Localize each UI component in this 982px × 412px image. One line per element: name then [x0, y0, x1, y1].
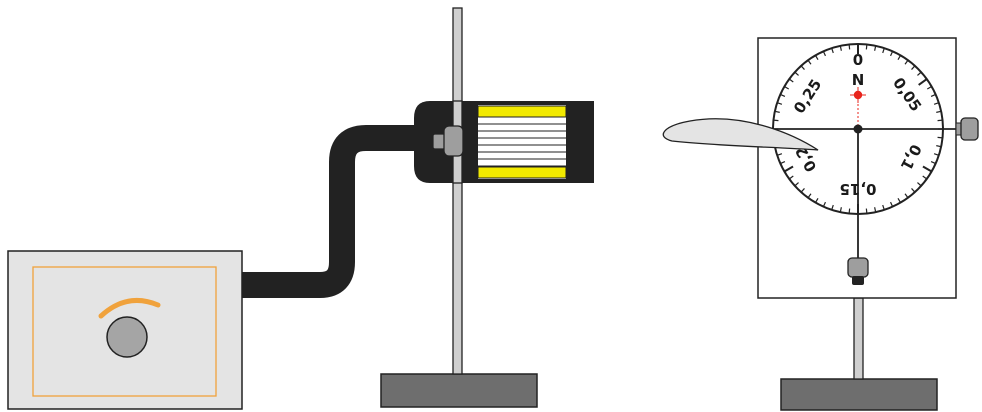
- dial-tick: [865, 208, 868, 214]
- dial-tick: [831, 204, 834, 211]
- dial-tick: [874, 45, 877, 51]
- dial-tick: [882, 204, 885, 211]
- right-stand-rod: [853, 297, 864, 380]
- left-stand-rod: [452, 7, 463, 375]
- dial-tick: [788, 78, 794, 83]
- dial-tick: [933, 153, 940, 156]
- dial-tick: [897, 197, 902, 203]
- dial-tick: [911, 188, 916, 193]
- coil-winding-top: [477, 105, 567, 118]
- dial-tick: [807, 193, 812, 199]
- dial-tick: [784, 85, 790, 90]
- dial-tick: [937, 119, 943, 122]
- dial-tick: [926, 85, 932, 90]
- dial-tick: [936, 145, 942, 148]
- dial-tick: [794, 71, 799, 76]
- dial-tick: [780, 160, 786, 165]
- dial-tick: [922, 175, 928, 180]
- dial-tick: [882, 47, 885, 54]
- coil-winding-lines: [478, 123, 566, 167]
- right-stand-base: [780, 378, 938, 411]
- dial-tick: [839, 207, 842, 213]
- label-north: N: [852, 71, 865, 89]
- dial-tick: [839, 45, 842, 51]
- power-supply: [7, 250, 243, 410]
- dial-tick: [814, 197, 819, 203]
- dial-tick: [917, 182, 922, 187]
- dial-tick: [822, 51, 827, 57]
- dial-tick: [930, 93, 936, 98]
- dial-tick: [800, 188, 805, 193]
- dial-tick: [780, 93, 786, 98]
- coil-winding-bottom: [477, 166, 567, 179]
- left-stand-base: [380, 373, 538, 408]
- clamp-icon[interactable]: [432, 125, 464, 157]
- dial-tick: [776, 153, 783, 156]
- cable: [242, 125, 430, 298]
- dial-tick: [783, 165, 794, 173]
- label-zero: 0: [853, 51, 863, 69]
- dial-tick: [865, 44, 868, 50]
- dial-tick: [848, 208, 851, 214]
- dial-tick: [897, 55, 902, 61]
- label-0-15: 0,15: [839, 180, 876, 198]
- center-pivot: [853, 124, 863, 134]
- dial-tick: [831, 47, 834, 54]
- screw-icon[interactable]: [955, 117, 979, 141]
- dial-tick: [937, 136, 943, 139]
- coil: [414, 101, 594, 183]
- dial-tick: [889, 201, 894, 207]
- dial-tick: [794, 182, 799, 187]
- dial-tick: [911, 65, 916, 70]
- dial-tick: [776, 102, 783, 105]
- dial-tick: [774, 110, 780, 113]
- dial-tick: [917, 71, 922, 76]
- dial-tick: [930, 160, 936, 165]
- dial-tick: [889, 51, 894, 57]
- power-supply-panel: [32, 266, 217, 397]
- screw-icon[interactable]: [847, 257, 869, 285]
- dial-tick: [773, 119, 779, 122]
- dial-tick: [874, 207, 877, 213]
- dial-tick: [788, 175, 794, 180]
- dial-tick: [807, 59, 812, 65]
- dial-tick: [933, 102, 940, 105]
- dial-tick: [814, 55, 819, 61]
- dial-tick: [800, 65, 805, 70]
- knob-icon[interactable]: [106, 316, 148, 358]
- dial-tick: [904, 59, 909, 65]
- dial-tick: [918, 78, 928, 86]
- dial-tick: [848, 44, 851, 50]
- dial-tick: [904, 193, 909, 199]
- dial-tick: [936, 110, 942, 113]
- dial-tick: [822, 201, 827, 207]
- curved-needle: [662, 118, 819, 151]
- knob-scale-arc: [98, 297, 161, 319]
- dial-tick: [922, 165, 933, 173]
